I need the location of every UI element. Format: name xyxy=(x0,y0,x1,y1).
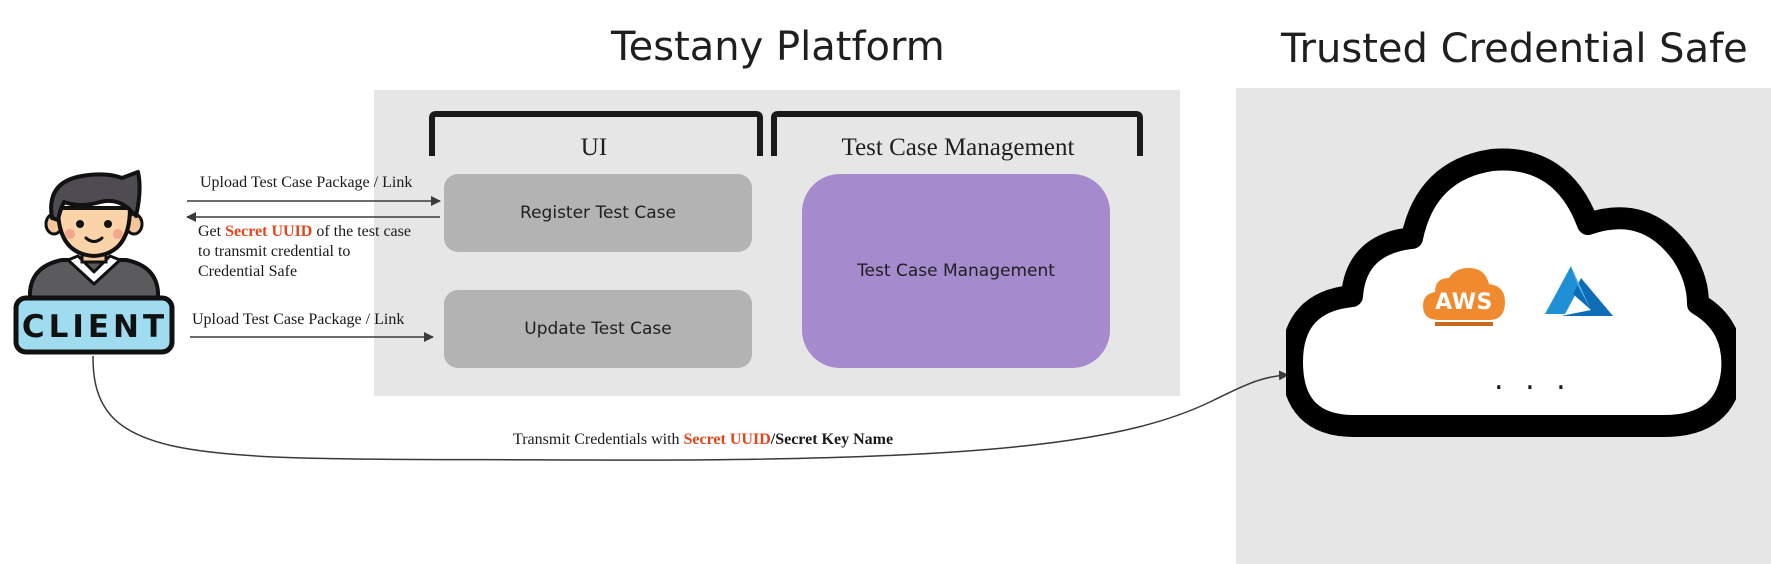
safe-title: Trusted Credential Safe xyxy=(1281,26,1748,72)
tcm-group-label: Test Case Management xyxy=(841,134,1075,161)
register-test-case-box[interactable]: Register Test Case xyxy=(444,174,752,252)
cloud-icon xyxy=(1286,148,1736,437)
client-avatar-icon[interactable] xyxy=(10,168,178,358)
transmit-credentials-curve xyxy=(92,355,1289,461)
update-test-case-box[interactable]: Update Test Case xyxy=(444,290,752,368)
get-secret-label-line2: to transmit credential to xyxy=(198,243,351,260)
get-secret-label-line3: Credential Safe xyxy=(198,263,298,280)
transmit-label: Transmit Credentials with Secret UUID/Se… xyxy=(513,431,894,448)
group-brackets xyxy=(429,111,1143,156)
upload-register-label: Upload Test Case Package / Link xyxy=(200,174,413,191)
ui-group-label: UI xyxy=(580,134,608,161)
upload-update-label: Upload Test Case Package / Link xyxy=(192,311,405,328)
test-case-management-box[interactable]: Test Case Management xyxy=(802,174,1110,368)
aws-label: AWS xyxy=(1435,290,1493,315)
ui-bracket xyxy=(429,111,763,156)
platform-title: Testany Platform xyxy=(611,24,945,70)
aws-logo-icon xyxy=(1423,268,1505,326)
get-secret-label: Get Secret UUID of the test case xyxy=(198,223,411,240)
client-label: CLIENT xyxy=(21,309,169,345)
more-providers-ellipsis: . . . xyxy=(1494,362,1572,397)
tcm-bracket xyxy=(771,111,1143,156)
azure-logo-icon xyxy=(1545,266,1613,316)
